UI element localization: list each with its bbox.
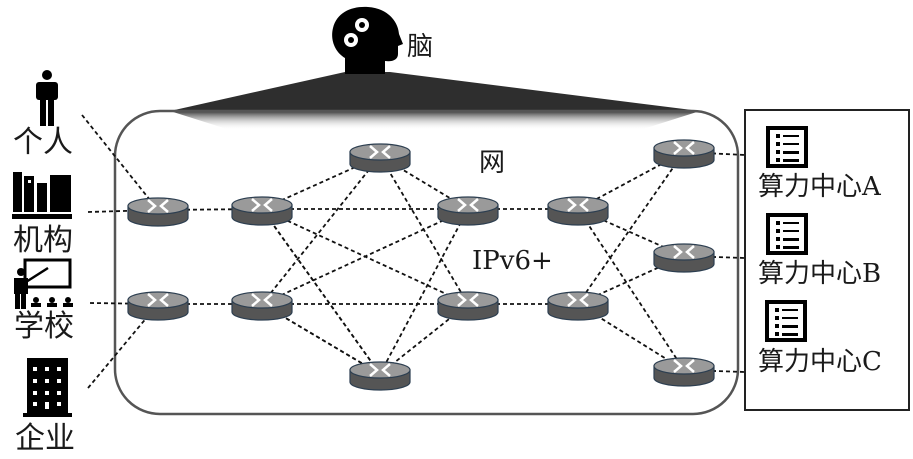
router-icon — [653, 243, 715, 273]
books-icon — [12, 172, 72, 219]
network-link — [81, 114, 159, 211]
user-label-school: 学校 — [14, 309, 74, 344]
router-icon — [349, 361, 411, 391]
datacenter-label-a: 算力中心A — [758, 172, 881, 202]
router-icon — [231, 196, 293, 226]
network-link — [577, 255, 685, 305]
router-icon — [231, 291, 293, 321]
network-link — [577, 208, 685, 257]
router-icon — [653, 139, 715, 169]
network-boundary — [113, 109, 740, 416]
user-label-institution: 机构 — [13, 223, 73, 258]
datacenter-label-c: 算力中心C — [758, 347, 882, 377]
network-title: 网 — [479, 148, 506, 178]
router-icon — [653, 357, 715, 387]
network-link — [379, 208, 469, 375]
router-icon — [127, 197, 189, 227]
user-label-individual: 个人 — [13, 125, 73, 160]
routers-layer — [127, 139, 715, 391]
brain-cone — [170, 72, 700, 130]
teacher-icon — [14, 258, 73, 309]
datacenter-panel — [744, 109, 910, 411]
person-icon — [36, 70, 58, 126]
user-label-enterprise: 企业 — [15, 421, 75, 456]
router-icon — [547, 196, 609, 226]
network-link — [261, 208, 381, 375]
brain-label: 脑 — [407, 32, 434, 62]
network-link — [577, 151, 685, 305]
router-icon — [437, 196, 499, 226]
server-list-icon — [766, 213, 808, 255]
building-icon — [23, 358, 72, 417]
router-icon — [349, 143, 411, 173]
server-list-icon — [765, 300, 807, 342]
router-icon — [547, 291, 609, 321]
network-link — [261, 208, 469, 305]
server-list-icon — [766, 126, 808, 168]
network-link — [261, 155, 381, 305]
router-icon — [437, 291, 499, 321]
brain-gears-icon — [332, 6, 403, 75]
links-layer — [81, 114, 746, 389]
datacenter-label-b: 算力中心B — [758, 259, 882, 289]
network-link — [379, 155, 469, 305]
network-protocol: IPv6+ — [472, 246, 553, 276]
router-icon — [127, 291, 189, 321]
